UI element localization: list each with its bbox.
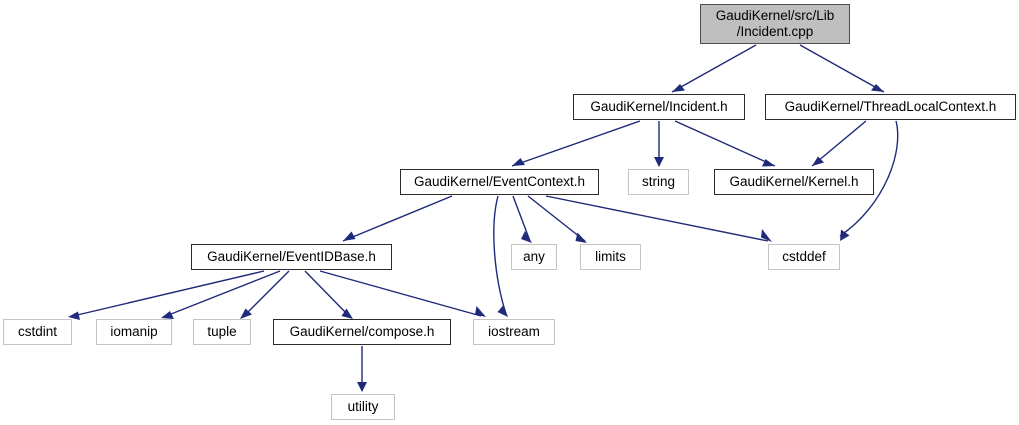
edge-eventcontext_h-to-iostream — [493, 195, 507, 315]
arrowhead-compose_h-to-utility — [357, 382, 367, 392]
arrowhead-incident_cpp-to-incident_h — [672, 84, 685, 92]
edge-incident_cpp-to-threadlocalcontext_h — [799, 44, 885, 93]
arrowhead-incident_h-to-kernel_h — [762, 159, 775, 167]
edge-eventcontext_h-to-limits — [527, 195, 586, 242]
edge-eventidbase_h-to-cstdint — [72, 270, 265, 317]
arrowhead-threadlocalcontext_h-to-kernel_h — [812, 156, 824, 166]
edge-eventcontext_h-to-any — [512, 195, 531, 242]
edge-eventcontext_h-to-cstddef — [545, 195, 769, 242]
edge-eventidbase_h-to-compose_h — [304, 270, 350, 317]
node-cstdint[interactable]: cstdint — [3, 319, 72, 345]
edge-threadlocalcontext_h-to-cstddef — [839, 120, 899, 237]
arrowhead-incident_cpp-to-threadlocalcontext_h — [871, 84, 884, 92]
arrowhead-threadlocalcontext_h-to-cstddef — [840, 229, 850, 241]
node-compose_h[interactable]: GaudiKernel/compose.h — [273, 319, 451, 345]
node-eventcontext_h[interactable]: GaudiKernel/EventContext.h — [400, 169, 599, 195]
node-cstddef[interactable]: cstddef — [768, 244, 840, 270]
arrowhead-eventidbase_h-to-compose_h — [341, 308, 353, 319]
edge-eventcontext_h-to-eventidbase_h — [342, 195, 453, 242]
node-kernel_h[interactable]: GaudiKernel/Kernel.h — [714, 169, 874, 195]
node-threadlocalcontext_h[interactable]: GaudiKernel/ThreadLocalContext.h — [765, 94, 1016, 120]
arrowhead-eventcontext_h-to-eventidbase_h — [343, 231, 356, 241]
node-any[interactable]: any — [511, 244, 557, 270]
node-tuple[interactable]: tuple — [193, 319, 251, 345]
edge-eventidbase_h-to-tuple — [243, 270, 290, 317]
arrowhead-eventidbase_h-to-iostream — [475, 306, 486, 317]
arrowhead-eventcontext_h-to-any — [521, 231, 532, 243]
node-incident_cpp: GaudiKernel/src/Lib /Incident.cpp — [700, 4, 850, 44]
edge-eventidbase_h-to-iomanip — [165, 270, 281, 317]
edge-incident_h-to-kernel_h — [674, 120, 776, 167]
node-iomanip[interactable]: iomanip — [96, 319, 172, 345]
edge-eventidbase_h-to-iostream — [319, 270, 482, 317]
arrowhead-eventcontext_h-to-iostream — [497, 305, 508, 317]
edge-threadlocalcontext_h-to-kernel_h — [811, 120, 867, 167]
node-utility[interactable]: utility — [331, 394, 395, 420]
arrowhead-incident_h-to-string — [654, 157, 664, 167]
node-eventidbase_h[interactable]: GaudiKernel/EventIDBase.h — [191, 244, 392, 270]
arrowhead-incident_h-to-eventcontext_h — [512, 158, 525, 166]
edge-incident_cpp-to-incident_h — [671, 44, 757, 93]
edge-incident_h-to-eventcontext_h — [511, 120, 641, 167]
node-incident_h[interactable]: GaudiKernel/Incident.h — [573, 94, 745, 120]
node-limits[interactable]: limits — [580, 244, 641, 270]
arrowhead-eventcontext_h-to-cstddef — [761, 229, 772, 242]
arrowhead-eventidbase_h-to-tuple — [240, 308, 252, 319]
arrowhead-eventidbase_h-to-cstdint — [68, 311, 80, 320]
arrowhead-eventcontext_h-to-limits — [575, 232, 587, 243]
arrowhead-eventidbase_h-to-iomanip — [161, 311, 174, 319]
node-iostream[interactable]: iostream — [473, 319, 555, 345]
node-string[interactable]: string — [628, 169, 689, 195]
